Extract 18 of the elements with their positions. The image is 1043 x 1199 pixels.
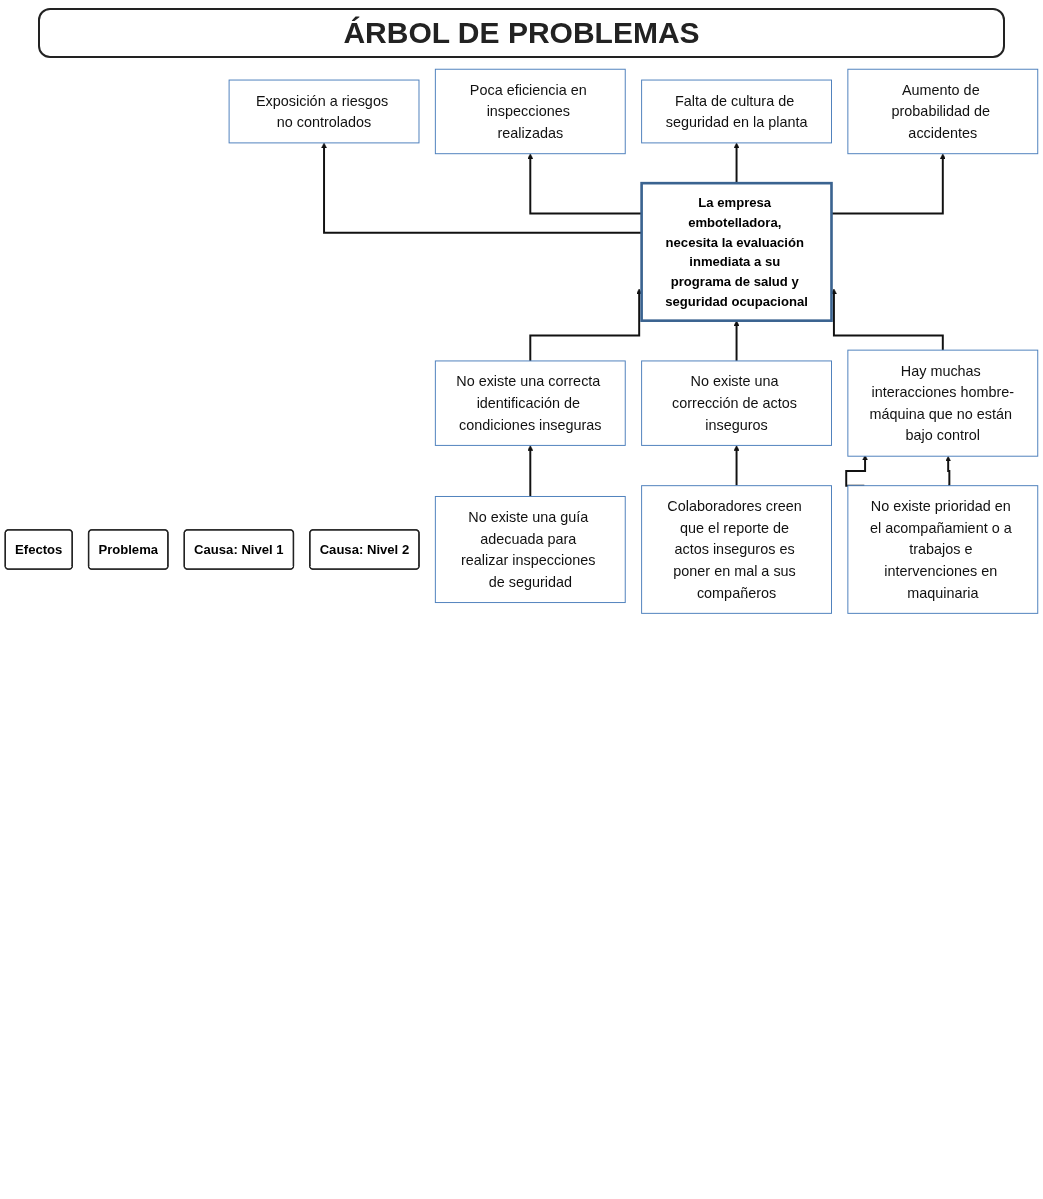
- node-box: Poca eficiencia en inspecciones realizadas: [434, 68, 626, 155]
- node-box: No existe una correcta identificación de condiciones inseguras: [434, 360, 626, 446]
- node-box: Falta de cultura de seguridad en la planta: [641, 79, 832, 144]
- arrow: [733, 445, 740, 487]
- node-box: Hay muchas interacciones hombre-máquina que no están bajo control: [847, 349, 1039, 457]
- node-box: Exposición a riesgos no controlados: [228, 79, 420, 144]
- arrow: [529, 288, 643, 362]
- arrow: [831, 288, 944, 352]
- arrow: [733, 320, 740, 362]
- node-box: No existe prioridad en el acompañamient o a trabajos e intervenciones en maquinaria: [847, 485, 1039, 614]
- node-box: Colaboradores creen que el reporte de actos inseguros es poner en mal a sus compañeros: [641, 485, 832, 614]
- node-box: No existe una guía adecuada para realizar inspecciones de seguridad: [434, 496, 626, 604]
- arrow: [527, 445, 534, 498]
- node-box: La empresa embotelladora, necesita la evaluación inmediata a su programa de salud y seguridad ocupacional: [640, 181, 833, 322]
- node-box: Aumento de probabilidad de accidentes: [847, 68, 1039, 155]
- arrow: [945, 455, 952, 487]
- diagram-title: ÁRBOL DE PROBLEMAS: [38, 8, 1005, 58]
- node-box: No existe una corrección de actos inseguros: [641, 360, 832, 446]
